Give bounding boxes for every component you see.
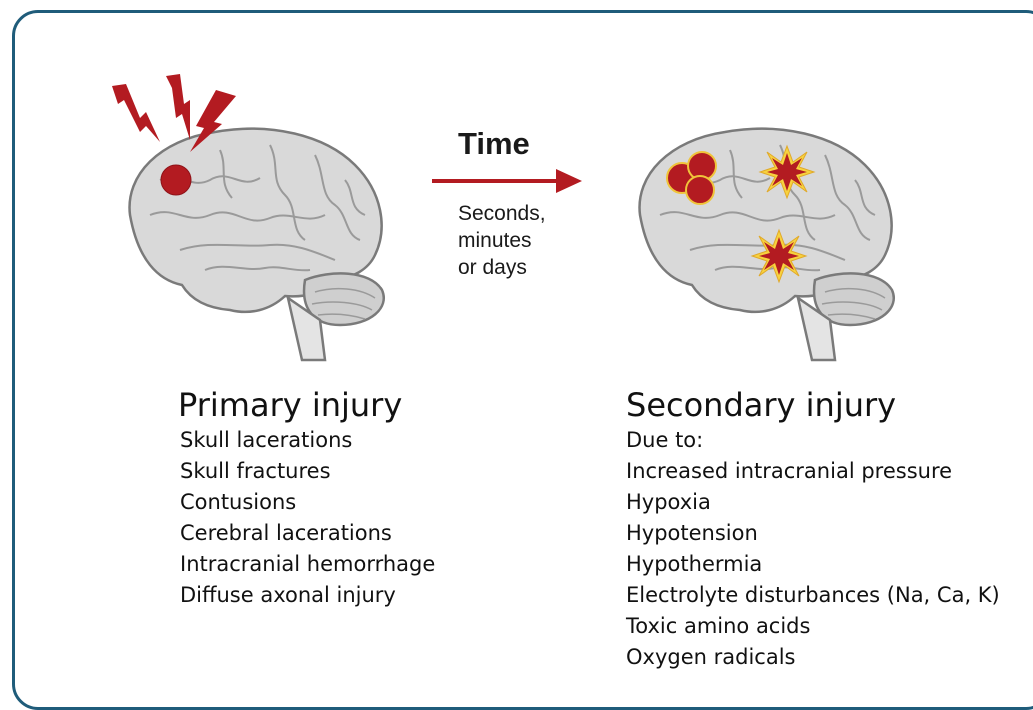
list-item: Hypotension — [626, 518, 1000, 549]
time-duration-line: or days — [458, 254, 546, 281]
time-label: Time — [458, 126, 530, 162]
list-item: Oxygen radicals — [626, 642, 1000, 673]
list-item: Contusions — [180, 487, 435, 518]
list-item: Skull lacerations — [180, 425, 435, 456]
secondary-injury-title: Secondary injury — [626, 386, 896, 424]
time-duration-line: minutes — [458, 227, 546, 254]
list-item: Toxic amino acids — [626, 611, 1000, 642]
list-item: Electrolyte disturbances (Na, Ca, K) — [626, 580, 1000, 611]
brain-primary-illustration — [130, 129, 384, 360]
list-item: Hypoxia — [626, 487, 1000, 518]
primary-injury-title: Primary injury — [178, 386, 402, 424]
list-item: Intracranial hemorrhage — [180, 549, 435, 580]
time-duration: Seconds, minutes or days — [458, 200, 546, 281]
list-item: Increased intracranial pressure — [626, 456, 1000, 487]
time-arrow-icon — [432, 169, 582, 193]
secondary-burst-lower-icon — [752, 230, 806, 282]
secondary-burst-upper-icon — [760, 146, 814, 198]
list-item: Hypothermia — [626, 549, 1000, 580]
secondary-injury-list: Due to: Increased intracranial pressure … — [626, 425, 1000, 673]
list-item: Diffuse axonal injury — [180, 580, 435, 611]
list-item: Skull fractures — [180, 456, 435, 487]
primary-lesion-icon — [161, 165, 191, 195]
time-duration-line: Seconds, — [458, 200, 546, 227]
list-item: Cerebral lacerations — [180, 518, 435, 549]
list-item: Due to: — [626, 425, 1000, 456]
primary-injury-list: Skull lacerations Skull fractures Contus… — [180, 425, 435, 611]
